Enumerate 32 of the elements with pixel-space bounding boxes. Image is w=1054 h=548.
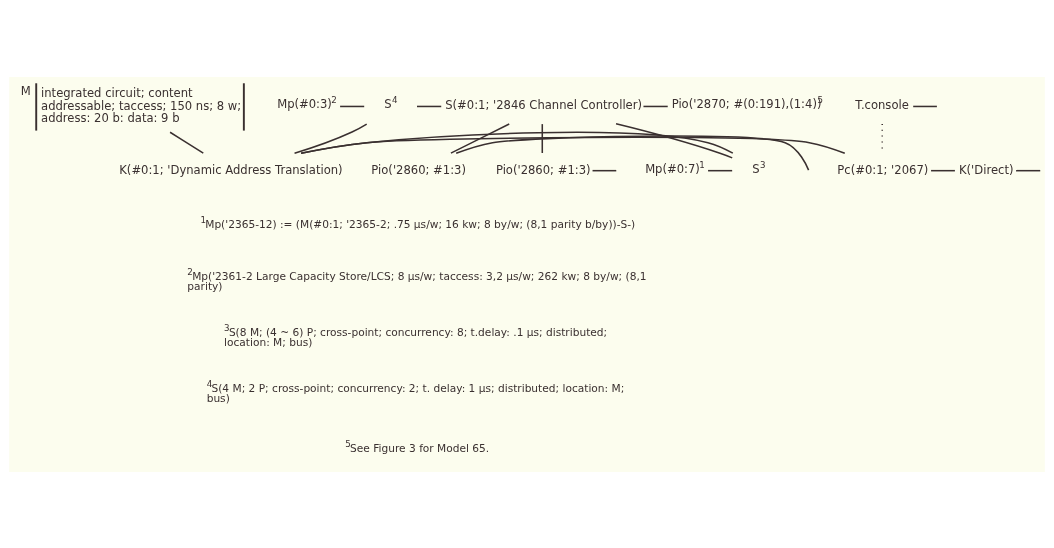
node-text: Pio('2860; #1:3) [371, 162, 466, 177]
node-text: S$^{3}$ [752, 159, 766, 176]
connector [300, 136, 846, 154]
connector [1015, 169, 1041, 171]
connector [642, 105, 669, 107]
node-text: S$^{4}$ [384, 94, 398, 111]
node-text: M integrated circuit; content addressable; taccess; 150 ns; 8 w; address: 20 b: data: 9 b [20, 83, 242, 125]
connector [169, 130, 205, 154]
node-text: K(#0:1; 'Dynamic Address Translation) [119, 162, 343, 177]
label: $^{1}$Mp('2365-12) := (M(#0:1; '2365-2; .75 µs/w; 16 kw; 8 by/w; (8,1 parity b/by))-S-) [200, 214, 636, 231]
connector [339, 105, 365, 107]
connector [455, 134, 810, 171]
connector [293, 122, 368, 154]
node-text: K('Direct) [959, 162, 1014, 177]
connector [707, 169, 733, 171]
connector [591, 169, 618, 171]
node-text: Pio('2860; #1:3) [495, 162, 591, 177]
connector [912, 105, 938, 107]
label: $^{4}$S(4 M; 2 P; cross-point; concurrency: 2; t. delay: 1 µs; distributed; location: M; bus) [206, 378, 625, 405]
label: $^{2}$Mp('2361-2 Large Capacity Store/LCS; 8 µs/w; taccess: 3,2 µs/w; 262 kw; 8 by/w; (8,1 parity) [187, 266, 647, 293]
connector [416, 105, 442, 107]
node-text: Pc(#0:1; '2067) [837, 162, 929, 177]
node-text: Mp(#0:3)$^{2}$ [277, 94, 337, 111]
label: $^{3}$S(8 M; (4 ~ 6) P; cross-point; concurrency: 8; t.delay: .1 µs; distributed; location: M; bus) [224, 322, 608, 349]
connector [615, 122, 733, 159]
connector [930, 169, 956, 171]
node-text: Mp(#0:7)$^{1}$ [645, 159, 705, 176]
label: $^{5}$See Figure 3 for Model 65. [345, 438, 490, 455]
connector [450, 122, 510, 154]
node-text: T.console [855, 97, 909, 112]
connector [541, 122, 544, 154]
node-text: S(#0:1; '2846 Channel Controller) [445, 97, 643, 112]
